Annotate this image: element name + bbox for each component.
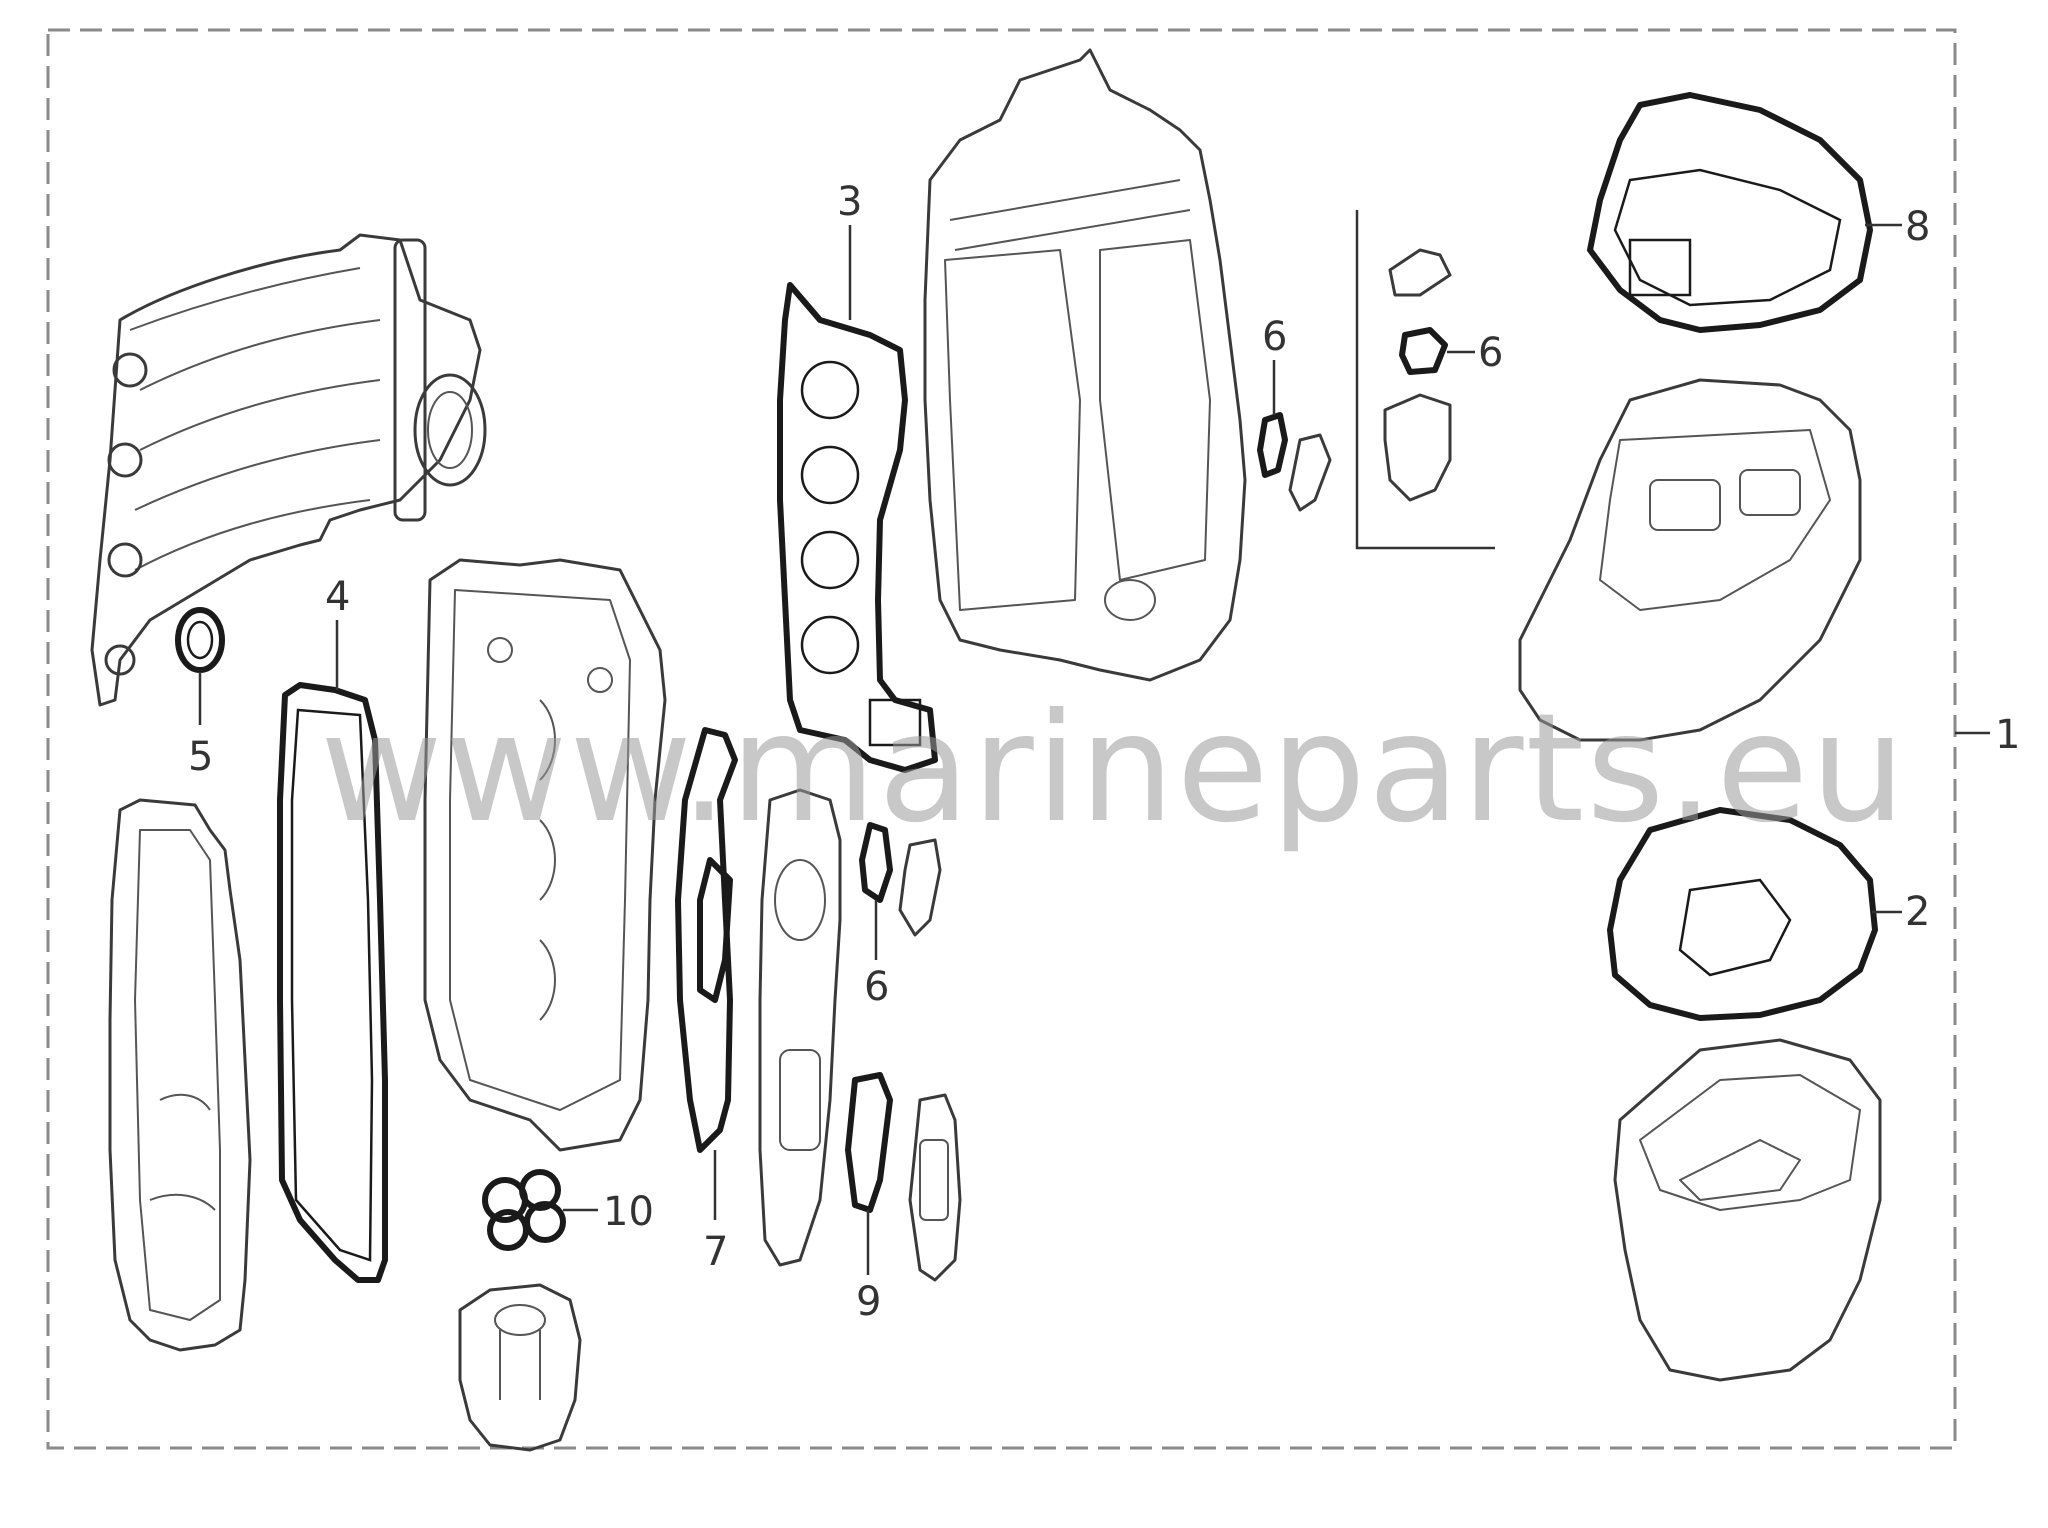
part-9-gasket: [845, 1072, 893, 1275]
thermostat-housing: [458, 1283, 582, 1452]
kit-frame: [46, 28, 1957, 1450]
part-10-o-rings: [482, 1169, 598, 1251]
callout-6-block: 6: [1262, 314, 1287, 360]
part-7-exhaust-gasket: [675, 727, 738, 1220]
part-8-gasket: [1587, 92, 1902, 333]
callout-2: 2: [1905, 889, 1930, 935]
part-2-gasket: [1607, 807, 1902, 1021]
callout-6-center: 6: [864, 964, 889, 1010]
callout-4: 4: [325, 574, 350, 620]
part-6-seal-center: [859, 822, 942, 960]
callout-5: 5: [188, 734, 213, 780]
engine-adapter: [1518, 378, 1862, 742]
part-3-head-gasket: [777, 225, 938, 773]
callout-7: 7: [703, 1229, 728, 1275]
cylinder-head-cover: [108, 798, 252, 1352]
callout-9: 9: [856, 1279, 881, 1325]
watermark: www.marineparts.eu: [320, 682, 1908, 856]
callout-1: 1: [1995, 712, 2020, 758]
exhaust-cover: [758, 788, 842, 1267]
callout-3: 3: [837, 179, 862, 225]
callout-6-inset: 6: [1478, 330, 1503, 376]
inset-thermostat-group: [1355, 210, 1495, 550]
oil-pan: [1613, 1038, 1882, 1382]
callout-10: 10: [603, 1189, 654, 1235]
cylinder-head: [423, 558, 667, 1152]
callout-8: 8: [1905, 204, 1930, 250]
small-cover-9: [908, 1093, 962, 1282]
part-5-seal: [175, 607, 225, 725]
part-6-seal-right: [1257, 360, 1332, 512]
part-4-cover-gasket: [277, 620, 388, 1283]
cylinder-block: [923, 48, 1247, 682]
intake-manifold: [90, 233, 487, 707]
